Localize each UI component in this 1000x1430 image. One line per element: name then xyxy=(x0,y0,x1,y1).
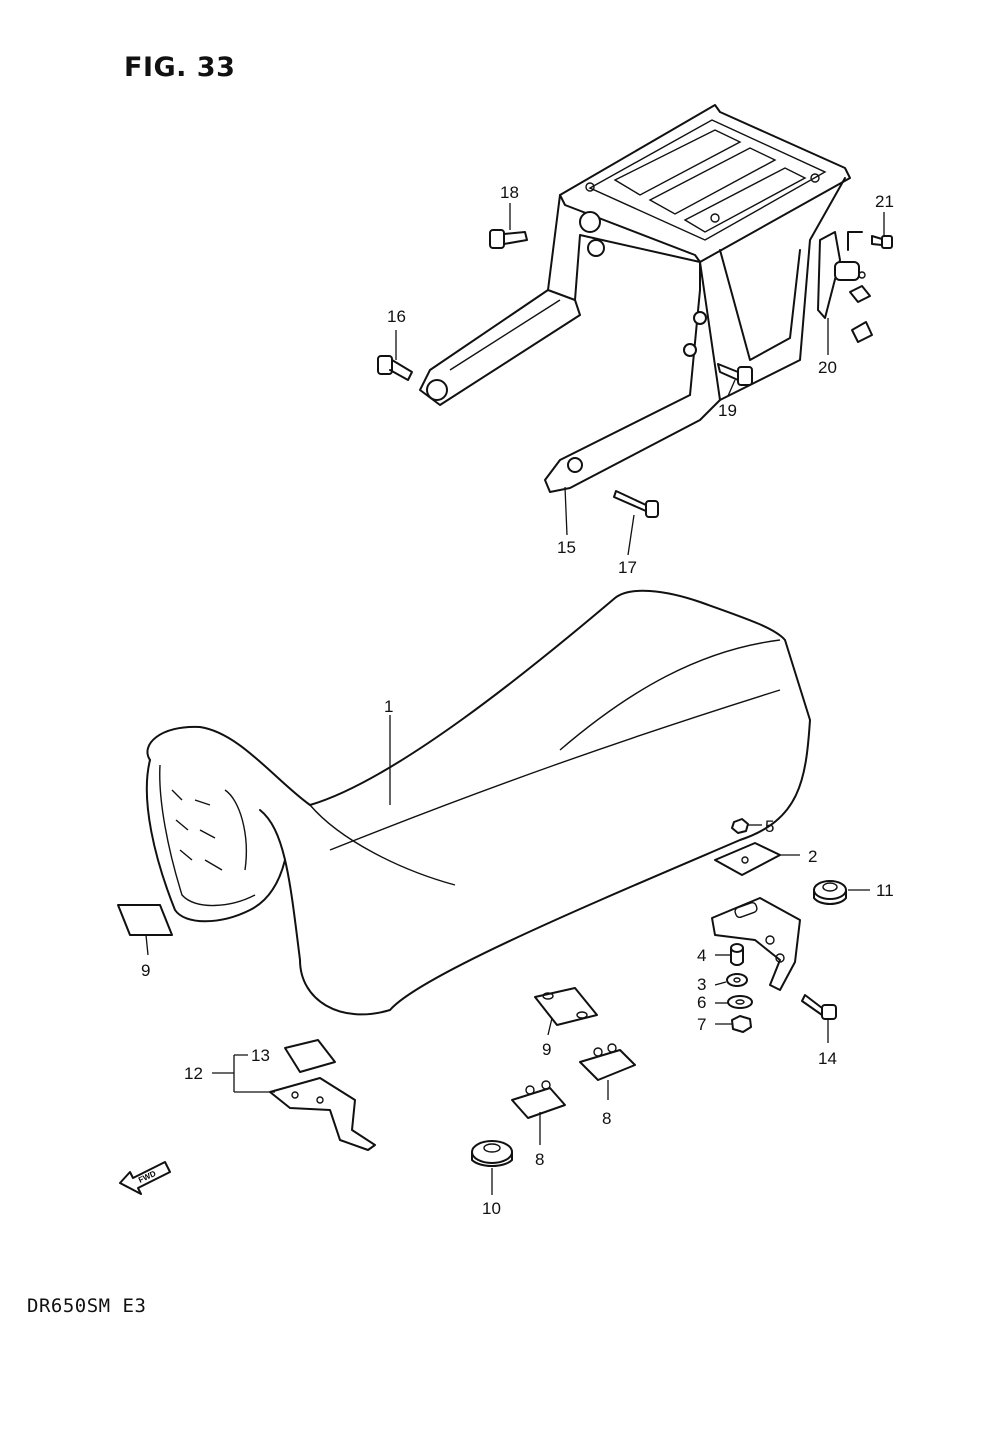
callout-8-left: 8 xyxy=(535,1150,544,1169)
nut-5 xyxy=(731,818,749,834)
callout-11: 11 xyxy=(876,881,894,900)
grommet-11 xyxy=(813,880,847,905)
callout-12: 12 xyxy=(184,1064,203,1083)
callout-21: 21 xyxy=(875,192,894,211)
callout-16: 16 xyxy=(387,307,406,326)
grommet-10 xyxy=(471,1140,513,1167)
callout-20: 20 xyxy=(818,358,837,377)
rear-carrier xyxy=(419,104,851,493)
callout-6: 6 xyxy=(697,993,706,1012)
collar-4 xyxy=(730,943,744,966)
callout-14: 14 xyxy=(818,1049,837,1068)
callout-17: 17 xyxy=(618,558,637,577)
cushion-9-rear xyxy=(534,987,598,1026)
callout-8-right: 8 xyxy=(602,1109,611,1128)
bolt-14 xyxy=(801,994,837,1020)
cushion-9-front xyxy=(117,904,173,936)
model-code: DR650SM E3 xyxy=(27,1295,147,1317)
washer-3 xyxy=(726,973,748,987)
seat-hook xyxy=(269,1077,376,1151)
cushion-8-left xyxy=(511,1080,566,1119)
callout-1: 1 xyxy=(384,697,393,716)
bolt-16 xyxy=(377,355,413,381)
callout-18: 18 xyxy=(500,183,519,202)
plate-2 xyxy=(714,842,781,876)
callout-13: 13 xyxy=(251,1046,270,1065)
cushion-8-right xyxy=(579,1043,636,1081)
screw-21 xyxy=(871,235,893,249)
callout-10: 10 xyxy=(482,1199,501,1218)
callout-2: 2 xyxy=(808,847,817,866)
callout-9-rear: 9 xyxy=(542,1040,551,1059)
callout-4: 4 xyxy=(697,946,706,965)
callout-19: 19 xyxy=(718,401,737,420)
seat xyxy=(145,589,811,1016)
callouts: 1 2 3 4 5 6 7 8 8 9 9 10 11 12 13 14 15 … xyxy=(141,183,894,1218)
callout-5: 5 xyxy=(765,817,774,836)
callout-9-front: 9 xyxy=(141,961,150,980)
bolt-17 xyxy=(613,490,659,518)
callout-3: 3 xyxy=(697,975,706,994)
leader-lines xyxy=(145,203,885,1195)
fwd-direction-arrow-icon: FWD xyxy=(119,1161,171,1195)
nut-7 xyxy=(731,1015,752,1033)
callout-7: 7 xyxy=(697,1015,706,1034)
lock-set xyxy=(817,231,873,343)
callout-15: 15 xyxy=(557,538,576,557)
seat-bracket xyxy=(711,897,801,991)
washer-6 xyxy=(727,995,753,1009)
cushion-13 xyxy=(284,1039,336,1073)
figure-title: FIG. 33 xyxy=(124,52,236,83)
bolt-18 xyxy=(489,229,528,249)
bolt-19 xyxy=(717,363,753,386)
